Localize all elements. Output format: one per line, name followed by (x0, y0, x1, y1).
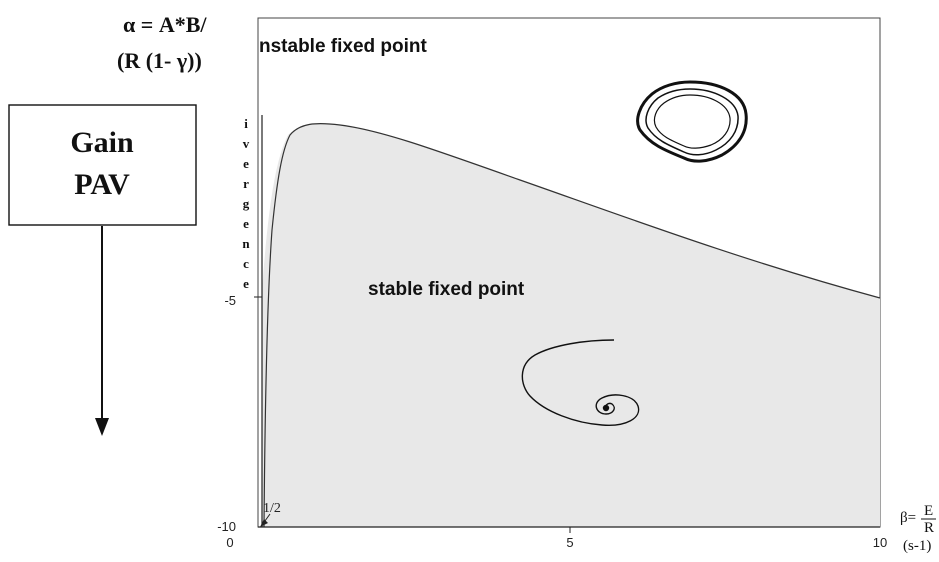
divergence-letter: e (243, 276, 249, 291)
stability-boundary (263, 123, 881, 528)
beta-unit: (s-1) (903, 538, 931, 554)
y-tick-label-minus10: -10 (217, 519, 236, 534)
divergence-letter: e (243, 216, 249, 231)
divergence-letter: e (243, 156, 249, 171)
stable-region-label: stable fixed point (368, 279, 525, 300)
half-marker-label: 1/2 (263, 501, 281, 516)
x-axis-beta-label: β= E R (s-1) (900, 503, 936, 554)
down-arrow-head (95, 418, 109, 436)
divergence-letter: r (243, 176, 249, 191)
beta-symbol: β= (900, 510, 916, 526)
divergence-letter: n (242, 236, 250, 251)
y-tick-label-minus5: -5 (224, 293, 236, 308)
divergence-letter: v (243, 136, 250, 151)
divergence-letter: g (243, 196, 250, 211)
gain-pav-box (8, 104, 197, 226)
beta-frac-num: E (924, 503, 933, 519)
divergence-letter: c (243, 256, 249, 271)
gain-label: Gain (70, 126, 134, 159)
stable-spiral (521, 339, 640, 426)
stable-region (262, 123, 880, 527)
divergence-axis-label: i v e r g e n c e (242, 116, 250, 291)
limit-cycle (636, 80, 748, 163)
pav-label: PAV (74, 168, 130, 201)
x-tick-label-5: 5 (566, 535, 573, 550)
unstable-region-label: nstable fixed point (259, 36, 428, 57)
alpha-equation-line1: α = A*B/ (123, 12, 207, 37)
divergence-letter: i (244, 116, 248, 131)
alpha-equation-line2: (R (1- γ)) (117, 48, 202, 73)
x-tick-label-10: 10 (873, 535, 887, 550)
beta-frac-den: R (924, 520, 934, 536)
half-marker-arrow-head (260, 519, 268, 527)
x-tick-label-0: 0 (226, 535, 233, 550)
